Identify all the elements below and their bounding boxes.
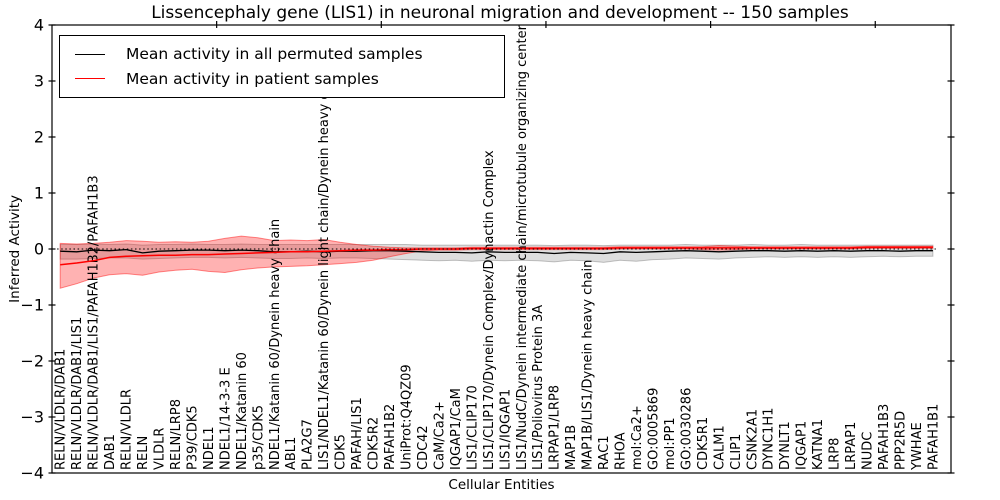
y-tick-label: −1: [20, 296, 44, 315]
chart-title: Lissencephaly gene (LIS1) in neuronal mi…: [151, 3, 849, 23]
y-axis-label: Inferred Activity: [7, 195, 23, 303]
x-tick-label: LRPAP1: [844, 422, 859, 470]
legend-label-patient: Mean activity in patient samples: [126, 69, 379, 88]
x-tick-label: KATNA1: [811, 419, 826, 470]
x-tick-label: PAFAH1B3: [877, 404, 892, 470]
x-tick-label: RELN: [136, 436, 151, 470]
x-tick-label: MAP1B/LIS1/Dynein heavy chain: [581, 260, 596, 470]
legend: Mean activity in all permuted samples Me…: [59, 35, 505, 98]
x-tick-label: DYNC1H1: [762, 408, 777, 470]
x-tick-label: PPP2R5D: [894, 411, 909, 470]
x-tick-label: PLA2G7: [301, 419, 316, 470]
legend-line-red-icon: [75, 78, 105, 80]
x-tick-label: RELN/VLDLR/DAB1: [54, 349, 69, 470]
legend-item-patient: Mean activity in patient samples: [60, 70, 504, 88]
x-tick-label: PAFAH1B2: [383, 404, 398, 470]
x-tick-label: PAFAH/LIS1: [350, 397, 365, 470]
legend-item-permuted: Mean activity in all permuted samples: [60, 45, 504, 63]
x-tick-label: LIS1/IQGAP1: [498, 389, 513, 470]
x-tick-label: mol:PP1: [663, 417, 678, 470]
x-tick-label: NUDC: [861, 432, 876, 470]
x-tick-label: RELN/VLDLR: [120, 389, 135, 470]
x-tick-label: LIS1/NDEL1/Katanin 60/Dynein light chain…: [317, 64, 332, 470]
legend-line-black-icon: [75, 53, 105, 55]
x-tick-label: RHOA: [614, 432, 629, 470]
x-tick-label: NDEL1: [202, 427, 217, 470]
x-tick-label: CLIP1: [729, 434, 744, 470]
x-tick-label: UniProt:Q4QZ09: [400, 364, 415, 470]
x-tick-label: mol:Ca2+: [630, 405, 645, 470]
x-tick-label: RELN/VLDLR/DAB1/LIS1: [70, 317, 85, 470]
x-tick-label: CALM1: [712, 425, 727, 470]
x-tick-label: RAC1: [597, 435, 612, 470]
y-tick-label: 2: [34, 128, 44, 147]
patient-mean-line: [60, 246, 933, 266]
patient-band: [59, 235, 934, 289]
y-tick-label: −2: [20, 352, 44, 371]
y-tick-label: 3: [34, 72, 44, 91]
x-tick-label: NDEL1/Katanin 60/Dynein heavy chain: [268, 219, 283, 470]
x-tick-label: CDK5R2: [367, 417, 382, 470]
x-tick-label: CDK5R1: [696, 417, 711, 470]
y-tick-label: −3: [20, 408, 44, 427]
x-tick-label: RELN/VLDLR/DAB1/LIS1/PAFAH1B2/PAFAH1B3: [87, 175, 102, 470]
x-tick-label: p35/CDK5: [251, 405, 266, 470]
x-tick-label: P39/CDK5: [186, 405, 201, 470]
x-axis-label: Cellular Entities: [448, 477, 555, 493]
x-tick-label: LIS1/NudC/Dynein intermediate chain/micr…: [515, 24, 530, 470]
x-tick-label: LIS1/Poliovirus Protein 3A: [531, 305, 546, 470]
x-tick-label: NDEL1/Katanin 60: [235, 352, 250, 470]
legend-label-permuted: Mean activity in all permuted samples: [126, 45, 423, 64]
y-tick-label: 4: [34, 16, 44, 35]
x-tick-label: GO:0005869: [647, 388, 662, 470]
x-tick-label: DYNLT1: [778, 421, 793, 470]
x-tick-label: CDK5: [334, 434, 349, 470]
x-tick-label: YWHAE: [910, 422, 925, 471]
x-tick-label: DAB1: [103, 434, 118, 470]
x-tick-label: CDC42: [416, 425, 431, 470]
x-tick-label: PAFAH1B1: [926, 404, 941, 470]
x-tick-label: GO:0030286: [679, 388, 694, 470]
x-tick-label: MAP1B: [564, 425, 579, 470]
y-tick-label: 0: [34, 240, 44, 259]
x-tick-label: LRP8: [828, 438, 843, 470]
x-tick-label: LRPAP1/LRP8: [548, 385, 563, 470]
x-tick-label: IQGAP1: [795, 421, 810, 470]
x-tick-label: IQGAP1/CaM: [449, 388, 464, 470]
x-tick-label: LIS1/CLIP170/Dynein Complex/Dynactin Com…: [482, 150, 497, 470]
x-tick-label: CaM/Ca2+: [432, 401, 447, 470]
y-tick-label: −4: [20, 464, 44, 483]
permuted-mean-line: [60, 248, 933, 255]
x-tick-label: NDEL1/14-3-3 E: [218, 367, 233, 470]
y-tick-label: 1: [34, 184, 44, 203]
x-tick-label: VLDLR: [153, 428, 168, 470]
x-tick-label: CSNK2A1: [745, 409, 760, 470]
y-axis-label-wrap: Inferred Activity: [0, 25, 30, 473]
x-tick-label: RELN/LRP8: [169, 399, 184, 470]
x-tick-label: LIS1/CLIP170: [465, 385, 480, 470]
x-tick-label: ABL1: [284, 437, 299, 470]
